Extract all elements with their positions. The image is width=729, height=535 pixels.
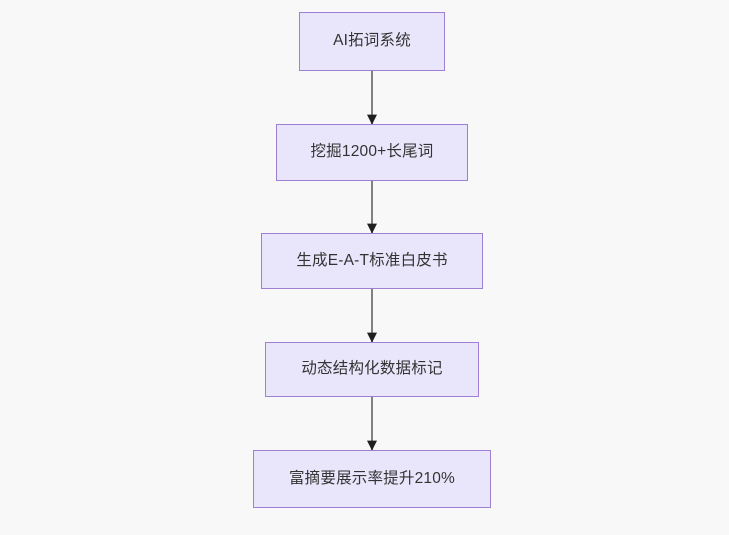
flow-node-generate-eat-whitepaper[interactable]: 生成E-A-T标准白皮书 <box>261 233 483 289</box>
flow-node-label: 生成E-A-T标准白皮书 <box>296 251 448 269</box>
flow-node-rich-snippet-rate-increase[interactable]: 富摘要展示率提升210% <box>253 450 491 508</box>
flow-node-label: 动态结构化数据标记 <box>301 360 443 378</box>
flow-node-mine-longtail-keywords[interactable]: 挖掘1200+长尾词 <box>276 124 468 181</box>
flow-node-label: 富摘要展示率提升210% <box>288 469 456 487</box>
flow-node-ai-keyword-system[interactable]: AI拓词系统 <box>299 12 445 71</box>
flow-node-label: 挖掘1200+长尾词 <box>310 143 434 161</box>
flow-node-label: AI拓词系统 <box>333 32 411 50</box>
flow-node-dynamic-structured-data-markup[interactable]: 动态结构化数据标记 <box>265 342 479 397</box>
